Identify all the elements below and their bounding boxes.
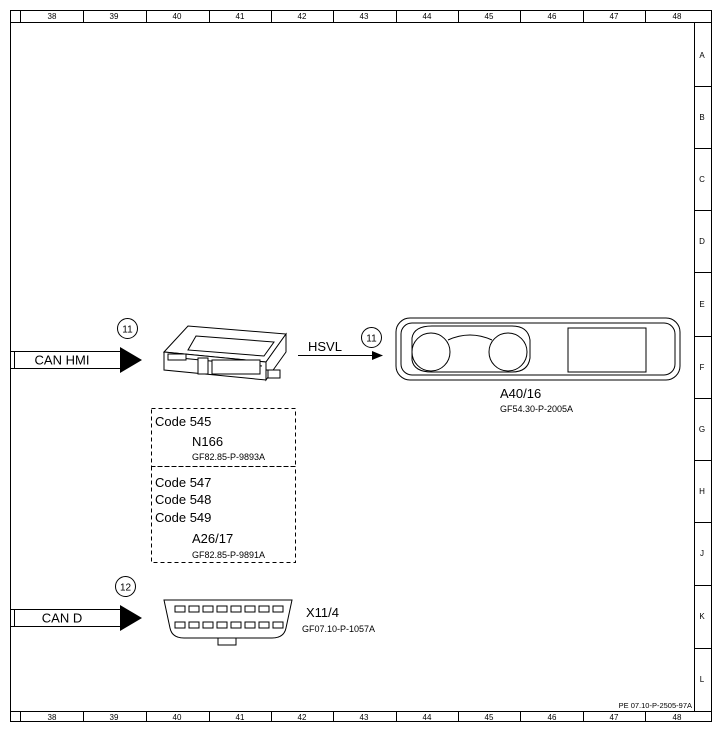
- col-label-bottom: 39: [110, 713, 119, 722]
- circle-marker-label: 12: [120, 583, 132, 594]
- circle-marker: 11: [117, 318, 138, 339]
- option-code: Code 545: [155, 414, 211, 429]
- sheet-frame: [10, 10, 712, 722]
- col-label-bottom: 42: [298, 713, 307, 722]
- row-label: E: [699, 300, 704, 309]
- instrument-cluster-icon: [395, 317, 681, 381]
- cluster-id: A40/16: [500, 386, 541, 401]
- col-label-bottom: 41: [236, 713, 245, 722]
- row-label: K: [699, 612, 705, 621]
- col-label-top: 47: [610, 12, 619, 21]
- col-label-bottom: 44: [423, 713, 432, 722]
- row-label: L: [700, 675, 705, 684]
- circle-marker-label: 11: [366, 334, 377, 345]
- col-label-top: 39: [110, 12, 119, 21]
- option-box-2: [151, 466, 296, 563]
- row-label: A: [699, 51, 705, 60]
- col-label-bottom: 45: [485, 713, 494, 722]
- circle-marker: 12: [115, 576, 136, 597]
- connector-ref: GF07.10-P-1057A: [302, 624, 375, 634]
- row-label: F: [700, 363, 705, 372]
- row-label: G: [699, 425, 705, 434]
- option-code: Code 547: [155, 475, 211, 490]
- col-label-bottom: 48: [673, 713, 682, 722]
- can-d-bus: CAN D: [10, 605, 142, 631]
- document-reference: PE 07.10-P-2505-97A: [619, 701, 692, 710]
- hsvl-link: HSVL: [298, 339, 383, 360]
- col-label-bottom: 47: [610, 713, 619, 722]
- can-hmi-label: CAN HMI: [35, 353, 90, 368]
- col-label-bottom: 40: [173, 713, 182, 722]
- circle-marker-label: 11: [122, 325, 133, 336]
- row-label: C: [699, 175, 705, 184]
- can-hmi-bus: CAN HMI: [10, 347, 142, 373]
- col-label-top: 41: [236, 12, 245, 21]
- column-ruler: [20, 10, 646, 722]
- row-ruler: [694, 86, 711, 649]
- row-label: B: [699, 113, 704, 122]
- option-code: Code 549: [155, 510, 211, 525]
- col-label-bottom: 38: [48, 713, 57, 722]
- col-label-top: 43: [360, 12, 369, 21]
- can-d-label: CAN D: [42, 611, 82, 626]
- col-label-top: 46: [548, 12, 557, 21]
- option-code: Code 548: [155, 492, 211, 507]
- option-ref: GF82.85-P-9891A: [192, 550, 265, 560]
- connector-id: X11/4: [306, 605, 339, 620]
- hsvl-label: HSVL: [308, 339, 342, 354]
- col-label-top: 44: [423, 12, 432, 21]
- col-label-top: 48: [673, 12, 682, 21]
- col-label-top: 45: [485, 12, 494, 21]
- row-label: H: [699, 487, 705, 496]
- bus-arrow-icon: [120, 605, 142, 631]
- control-unit-icon: [162, 325, 287, 382]
- col-label-top: 40: [173, 12, 182, 21]
- option-id: A26/17: [192, 531, 233, 546]
- option-ref: GF82.85-P-9893A: [192, 452, 265, 462]
- cluster-ref: GF54.30-P-2005A: [500, 404, 573, 414]
- diagnostic-connector-icon: [163, 599, 293, 646]
- row-label: D: [699, 237, 705, 246]
- option-id: N166: [192, 434, 223, 449]
- col-label-bottom: 43: [360, 713, 369, 722]
- col-label-top: 42: [298, 12, 307, 21]
- row-label: J: [700, 549, 704, 558]
- col-label-top: 38: [48, 12, 57, 21]
- arrow-icon: [372, 351, 383, 360]
- circle-marker: 11: [361, 327, 382, 348]
- col-label-bottom: 46: [548, 713, 557, 722]
- bus-arrow-icon: [120, 347, 142, 373]
